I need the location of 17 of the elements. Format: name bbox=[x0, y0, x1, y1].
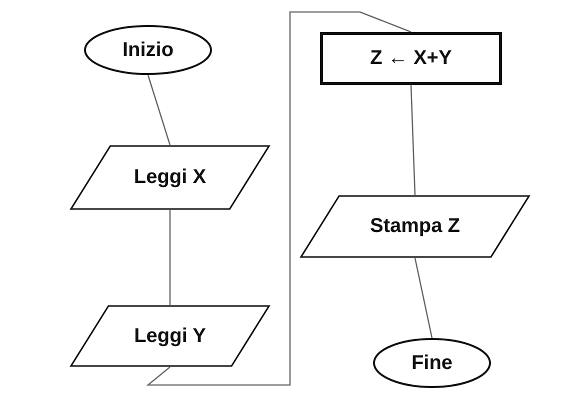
connector-line bbox=[414, 258, 433, 338]
output-parallelogram bbox=[300, 195, 530, 258]
start-terminal bbox=[84, 25, 212, 75]
node-label: Fine bbox=[411, 352, 453, 374]
process-box bbox=[320, 32, 502, 85]
node-label: Z ← X+Y bbox=[370, 47, 452, 70]
connector-line bbox=[410, 84, 416, 196]
connector-line bbox=[169, 210, 171, 305]
node-label: Inizio bbox=[122, 38, 174, 62]
connector-line bbox=[146, 11, 412, 386]
node-label: Leggi Y bbox=[134, 324, 206, 348]
node-label: Stampa Z bbox=[370, 215, 460, 238]
input-parallelogram bbox=[70, 305, 270, 367]
connector-line bbox=[147, 74, 171, 146]
node-label: Leggi X bbox=[134, 166, 206, 189]
input-parallelogram bbox=[70, 145, 270, 210]
end-terminal bbox=[373, 338, 491, 388]
